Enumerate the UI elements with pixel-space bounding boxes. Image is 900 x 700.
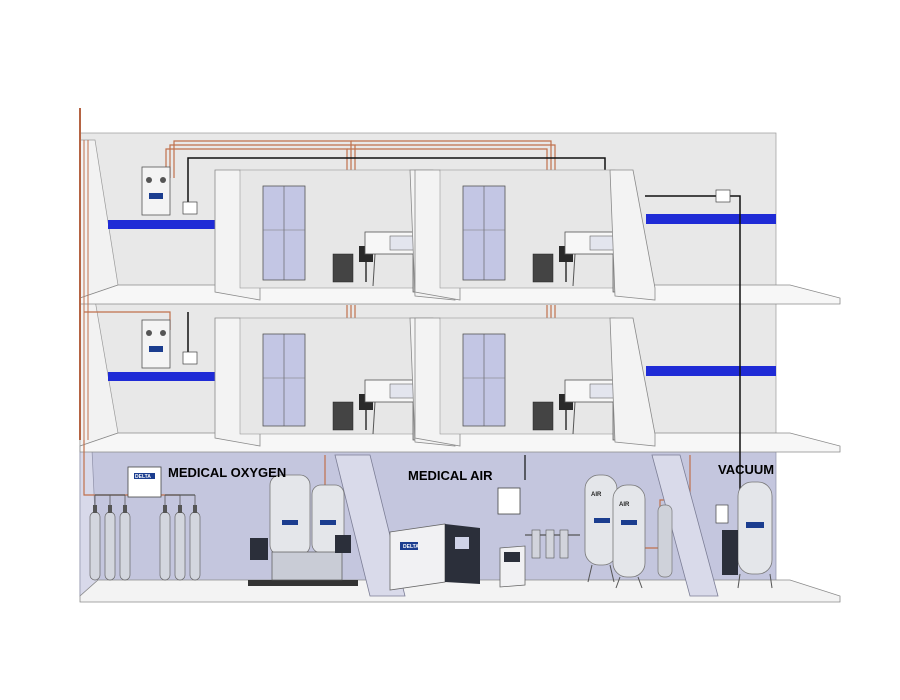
tank-leg bbox=[609, 564, 615, 583]
brand-badge bbox=[621, 520, 637, 525]
tank-leg bbox=[615, 576, 621, 589]
brand-badge bbox=[149, 193, 163, 199]
filter bbox=[531, 529, 541, 559]
oxygen-cylinder bbox=[159, 495, 171, 581]
partition-air-vacuum bbox=[651, 454, 719, 597]
vacuum-plant bbox=[715, 481, 773, 589]
oxygen-cylinder bbox=[174, 495, 186, 581]
bedside-cabinet bbox=[332, 401, 354, 431]
zone-labels: MEDICAL OXYGEN MEDICAL AIR VACUUM AIR AI… bbox=[135, 462, 774, 550]
oxygen-generator-unit bbox=[271, 551, 343, 581]
brand-badge bbox=[134, 473, 155, 479]
cylinder-valve bbox=[178, 505, 182, 513]
stripe bbox=[646, 214, 776, 224]
outlet-box-upper bbox=[182, 201, 198, 215]
bed-leg bbox=[572, 401, 576, 435]
tank-leg bbox=[637, 576, 643, 589]
gauge-icon bbox=[146, 330, 152, 336]
bedside-cabinet bbox=[532, 401, 554, 431]
stripe bbox=[108, 220, 215, 229]
pipe-network bbox=[79, 108, 741, 578]
cylinder-valve bbox=[123, 505, 127, 513]
oxygen-manifold-panel bbox=[127, 466, 162, 498]
bedside-cabinet bbox=[332, 253, 354, 283]
filter-unit bbox=[335, 535, 351, 553]
outlet-box-middle bbox=[182, 351, 198, 365]
tank-leg bbox=[737, 573, 741, 589]
wall-panels bbox=[141, 166, 731, 369]
oxygen-cylinder-banks bbox=[89, 495, 201, 581]
stripe bbox=[108, 372, 215, 381]
bed-leg bbox=[572, 253, 576, 287]
oxygen-plant bbox=[89, 466, 358, 586]
generator-skid-base bbox=[248, 580, 358, 586]
plant-partitions bbox=[334, 454, 719, 597]
air-plant bbox=[389, 474, 673, 591]
gauge-icon bbox=[146, 177, 152, 183]
cylinder-body bbox=[89, 511, 101, 581]
cylinder-valve bbox=[108, 505, 112, 513]
cylinder-body bbox=[159, 511, 171, 581]
cylinder-valve bbox=[193, 505, 197, 513]
patient-room bbox=[414, 317, 656, 447]
cylinder-body bbox=[104, 511, 116, 581]
tank-leg bbox=[587, 564, 593, 583]
vacuum-pipe-upper bbox=[187, 157, 606, 205]
control-cabinet bbox=[250, 538, 268, 560]
patient-rooms bbox=[214, 169, 656, 447]
label-air-tank-1: AIR bbox=[591, 492, 602, 498]
brand-badge bbox=[282, 520, 298, 525]
gauge-icon bbox=[160, 330, 166, 336]
vacuum-pump-stack bbox=[722, 530, 738, 575]
cylinder-body bbox=[189, 511, 201, 581]
gauge-icon bbox=[160, 177, 166, 183]
brand-badge bbox=[746, 522, 764, 528]
bed-leg bbox=[372, 401, 376, 435]
gas-alarm-panel-middle bbox=[141, 319, 171, 369]
compressor-display bbox=[455, 537, 469, 549]
cylinder-valve bbox=[93, 505, 97, 513]
oxygen-cylinder bbox=[189, 495, 201, 581]
oxygen-cylinder bbox=[119, 495, 131, 581]
label-medical-oxygen: MEDICAL OXYGEN bbox=[168, 465, 286, 480]
brand-badge bbox=[320, 520, 336, 525]
air-control-panel bbox=[497, 487, 521, 515]
filter bbox=[545, 529, 555, 559]
ground-floor-slab bbox=[79, 579, 841, 603]
cylinder-valve bbox=[163, 505, 167, 513]
air-compressor-1-side bbox=[445, 524, 480, 584]
bedside-cabinet bbox=[532, 253, 554, 283]
brand-badge bbox=[149, 346, 163, 352]
room-partition bbox=[609, 317, 656, 447]
label-vacuum: VACUUM bbox=[718, 462, 774, 477]
brand-label: DELTA bbox=[403, 544, 419, 550]
oxygen-tank-1 bbox=[269, 474, 311, 556]
gas-alarm-panel-upper bbox=[141, 166, 171, 216]
brand-label: DELTA bbox=[135, 474, 151, 480]
filter bbox=[559, 529, 569, 559]
vacuum-control-box bbox=[715, 504, 729, 524]
label-air-tank-2: AIR bbox=[619, 502, 630, 508]
partition-oxygen-air bbox=[334, 454, 406, 597]
patient-room bbox=[414, 169, 656, 301]
cylinder-body bbox=[119, 511, 131, 581]
oxygen-cylinder bbox=[104, 495, 116, 581]
brand-badge bbox=[594, 518, 610, 523]
vacuum-pipe-upper bbox=[645, 195, 741, 300]
vacuum-valve-box bbox=[715, 189, 731, 203]
air-cylinder bbox=[657, 504, 673, 578]
room-partition bbox=[609, 169, 656, 301]
air-compressor-1 bbox=[389, 523, 446, 591]
dryer-panel bbox=[504, 552, 520, 562]
stripe bbox=[646, 366, 776, 376]
bed-leg bbox=[372, 253, 376, 287]
label-medical-air: MEDICAL AIR bbox=[408, 468, 493, 483]
brand-badge bbox=[400, 542, 418, 550]
cylinder-body bbox=[174, 511, 186, 581]
oxygen-cylinder bbox=[89, 495, 101, 581]
tank-leg bbox=[769, 573, 773, 589]
air-receiver-2 bbox=[612, 484, 646, 578]
